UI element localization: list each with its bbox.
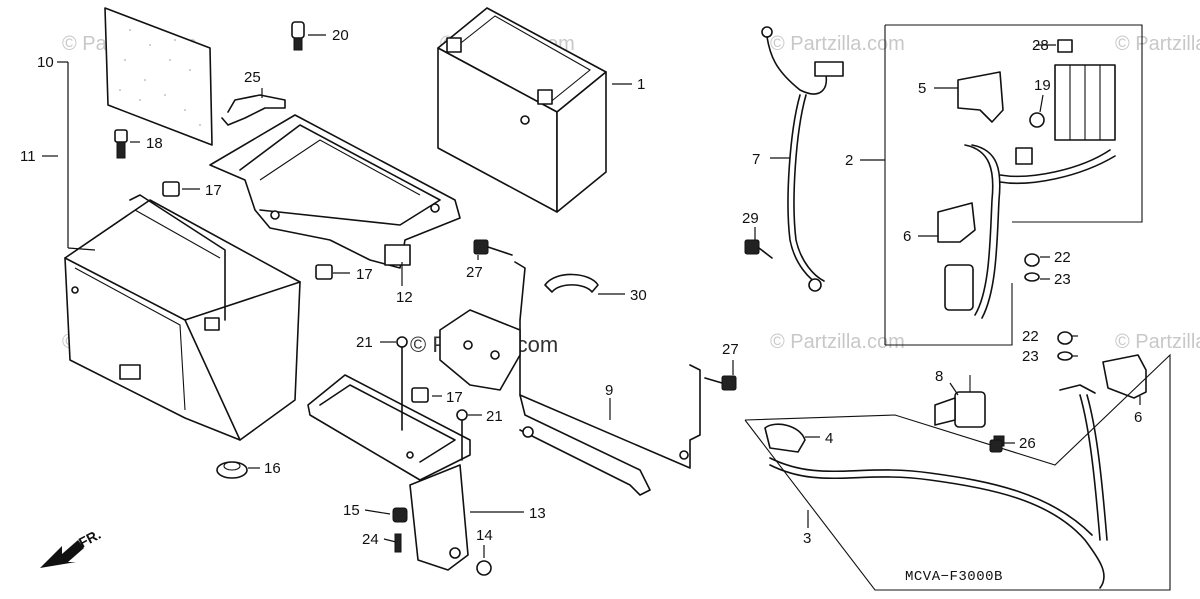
battery-tray-part [209,114,461,269]
ground-cable-part [761,26,844,292]
part-label-12: 12 [396,289,413,306]
diagram-code: MCVA−F3000B [905,569,1003,585]
watermark-top-far-right: © Partzilla.com [1115,33,1200,55]
part-label-30: 30 [630,287,647,304]
part-label-22-top: 22 [1054,249,1071,266]
part-label-9: 9 [605,382,613,399]
bolt-18-part [114,129,128,159]
part-label-29: 29 [742,210,759,227]
part-label-24: 24 [362,531,379,548]
part-label-18: 18 [146,135,163,152]
part-label-17-top: 17 [205,182,222,199]
battery-pad-part [104,7,213,146]
part-label-17-low: 17 [446,389,463,406]
bolt-26-part [989,439,1003,453]
part-label-21-low: 21 [486,408,503,425]
clamp-part [544,273,599,293]
part-label-5: 5 [918,80,926,97]
part-number-labels: 10 11 1 2 20 25 18 17 17 17 12 16 21 21 … [20,27,1142,548]
part-label-6-right: 6 [1134,409,1142,426]
part-label-3: 3 [803,530,811,547]
part-label-13: 13 [529,505,546,522]
part-label-2: 2 [845,152,853,169]
watermark-top-right: © Partzilla.com [770,33,905,55]
front-direction-arrow: FR. [40,526,103,568]
grommet-part [216,461,248,479]
part-label-26: 26 [1019,435,1036,452]
part-label-14: 14 [476,527,493,544]
relay-fuse-part [1029,39,1073,128]
part-label-16: 16 [264,460,281,477]
part-label-20: 20 [332,27,349,44]
part-label-21-top: 21 [356,334,373,351]
part-label-19: 19 [1034,77,1051,94]
battery-box-part [64,194,301,441]
leader-lines [42,34,1141,558]
fastener-parts [392,336,492,576]
watermark-mid-far-right: © Partzilla.com [1115,331,1200,353]
terminal-cover-part [937,71,1147,399]
part-label-15: 15 [343,502,360,519]
fuse-harness-part [884,24,1143,346]
part-label-23-top: 23 [1054,271,1071,288]
starter-cable-part [744,353,1171,591]
bolt-27-part [473,239,737,391]
part-label-23-low: 23 [1022,348,1039,365]
bracket-part [439,261,701,496]
part-label-17-mid: 17 [356,266,373,283]
battery-part [437,7,607,213]
part-label-7: 7 [752,151,760,168]
watermark-mid-right: © Partzilla.com [770,331,905,353]
part-label-1: 1 [637,76,645,93]
part-label-8: 8 [935,368,943,385]
part-label-10: 10 [37,54,54,71]
battery-holder-part [307,374,471,571]
starter-relay-part [934,375,1005,447]
strap-part [221,94,286,126]
bolt-20-part [291,21,305,51]
part-label-6-top: 6 [903,228,911,245]
part-label-11: 11 [20,148,36,165]
bolt-29-part [744,239,773,259]
part-label-27-left: 27 [466,264,483,281]
part-label-22-low: 22 [1022,328,1039,345]
part-label-27-right: 27 [722,341,739,358]
part-label-28: 28 [1032,37,1049,54]
nut-washer-part [1024,253,1073,361]
part-label-25: 25 [244,69,261,86]
part-label-4: 4 [825,430,833,447]
clip-17-part [162,181,429,403]
